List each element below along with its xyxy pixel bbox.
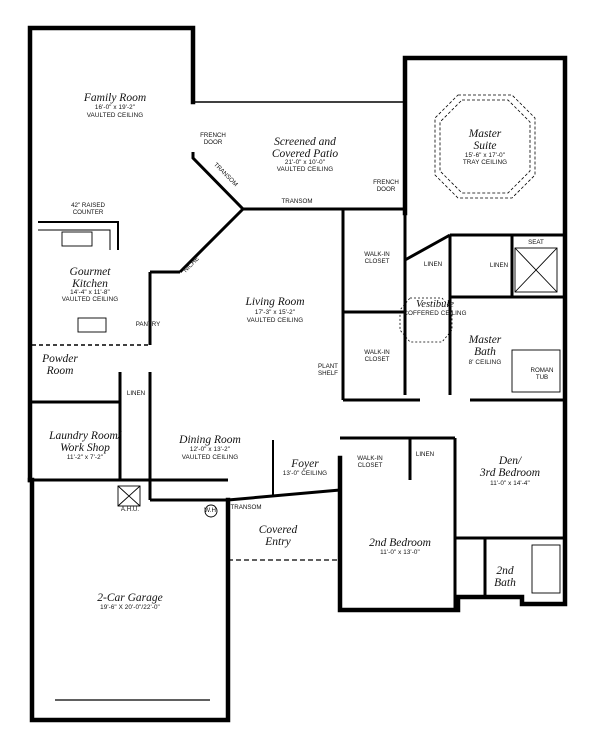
room-dim-family: 16'-0" x 19'-2" — [94, 104, 136, 111]
room-name-vestibule: Vestibule — [416, 299, 454, 310]
room-dim-living: 17'-3" x 15'-2" — [254, 309, 296, 316]
note-linen-2: LINEN — [489, 262, 509, 269]
interior-walls — [32, 101, 565, 610]
note-ahu: A.H.U. — [120, 506, 140, 513]
note-roman-tub: ROMAN TUB — [530, 367, 554, 381]
room-ceiling-foyer: 13'-0" CEILING — [282, 470, 328, 477]
note-linen-4: LINEN — [415, 451, 435, 458]
room-name-powder: Powder Room — [42, 353, 78, 378]
room-name-patio: Screened and Covered Patio — [271, 136, 339, 161]
room-name-family: Family Room — [83, 92, 147, 104]
note-french-door-1: FRENCH DOOR — [200, 132, 226, 146]
room-name-den: Den/ 3rd Bedroom — [479, 455, 541, 480]
note-pantry: PANTRY — [135, 321, 161, 328]
room-name-2nd-bath: 2nd Bath — [494, 565, 516, 590]
room-ceiling-dining: VAULTED CEILING — [181, 454, 239, 461]
room-ceiling-patio: VAULTED CEILING — [276, 166, 334, 173]
room-name-foyer: Foyer — [291, 458, 319, 470]
room-name-kitchen: Gourmet Kitchen — [69, 266, 111, 291]
room-dim-garage: 19'-6" X 20'-0"/22'-0" — [100, 604, 160, 611]
note-french-door-2: FRENCH DOOR — [373, 179, 399, 193]
note-plant-shelf: PLANT SHELF — [318, 363, 338, 377]
note-transom-top: TRANSOM — [281, 198, 313, 205]
room-ceiling-vestibule: COFFERED CEILING — [403, 310, 467, 317]
room-name-living: Living Room — [245, 296, 305, 308]
note-walk-in-closet-2: WALK-IN CLOSET — [364, 349, 390, 363]
tray-ceiling — [434, 94, 536, 199]
room-ceiling-living: VAULTED CEILING — [246, 317, 304, 324]
note-linen-3: LINEN — [126, 390, 146, 397]
room-dim-kitchen: 14'-4" x 11'-8" — [70, 289, 110, 296]
exterior-walls — [27, 25, 568, 723]
note-seat: SEAT — [528, 239, 544, 246]
fixtures — [61, 231, 561, 594]
room-name-master-suite: Master Suite — [468, 128, 502, 153]
room-dim-dining: 12'-0" x 13'-2" — [189, 446, 231, 453]
room-ceiling-master-suite: TRAY CEILING — [462, 159, 508, 166]
note-raised-counter: 42" RAISED COUNTER — [71, 202, 105, 216]
room-dim-master-suite: 15'-6" x 17'-0" — [464, 152, 506, 159]
room-ceiling-family: VAULTED CEILING — [86, 112, 144, 119]
room-dim-patio: 21'-0" x 10'-0" — [284, 159, 326, 166]
room-ceiling-kitchen: VAULTED CEILING — [61, 296, 119, 303]
room-name-garage: 2-Car Garage — [97, 592, 163, 604]
note-transom-bottom: TRANSOM — [230, 504, 262, 511]
note-linen-1: LINEN — [423, 261, 443, 268]
room-name-covered-entry: Covered Entry — [258, 524, 298, 549]
room-name-2nd-bedroom: 2nd Bedroom — [369, 537, 431, 549]
room-name-master-bath: Master Bath — [468, 334, 502, 359]
room-name-laundry: Laundry Room/ Work Shop — [49, 430, 121, 455]
room-dim-2nd-bedroom: 11'-0" x 13'-0" — [380, 549, 420, 556]
note-walk-in-closet-1: WALK-IN CLOSET — [364, 251, 390, 265]
room-dim-den: 11'-0" x 14'-4" — [490, 480, 530, 487]
vestibule-ceiling — [399, 297, 453, 343]
room-ceiling-master-bath: 8' CEILING — [468, 359, 502, 366]
room-name-dining: Dining Room — [179, 434, 241, 446]
room-dim-laundry: 11'-2" x 7'-2" — [66, 454, 104, 461]
note-walk-in-closet-3: WALK-IN CLOSET — [357, 455, 383, 469]
note-wh: W.H. — [204, 507, 218, 514]
